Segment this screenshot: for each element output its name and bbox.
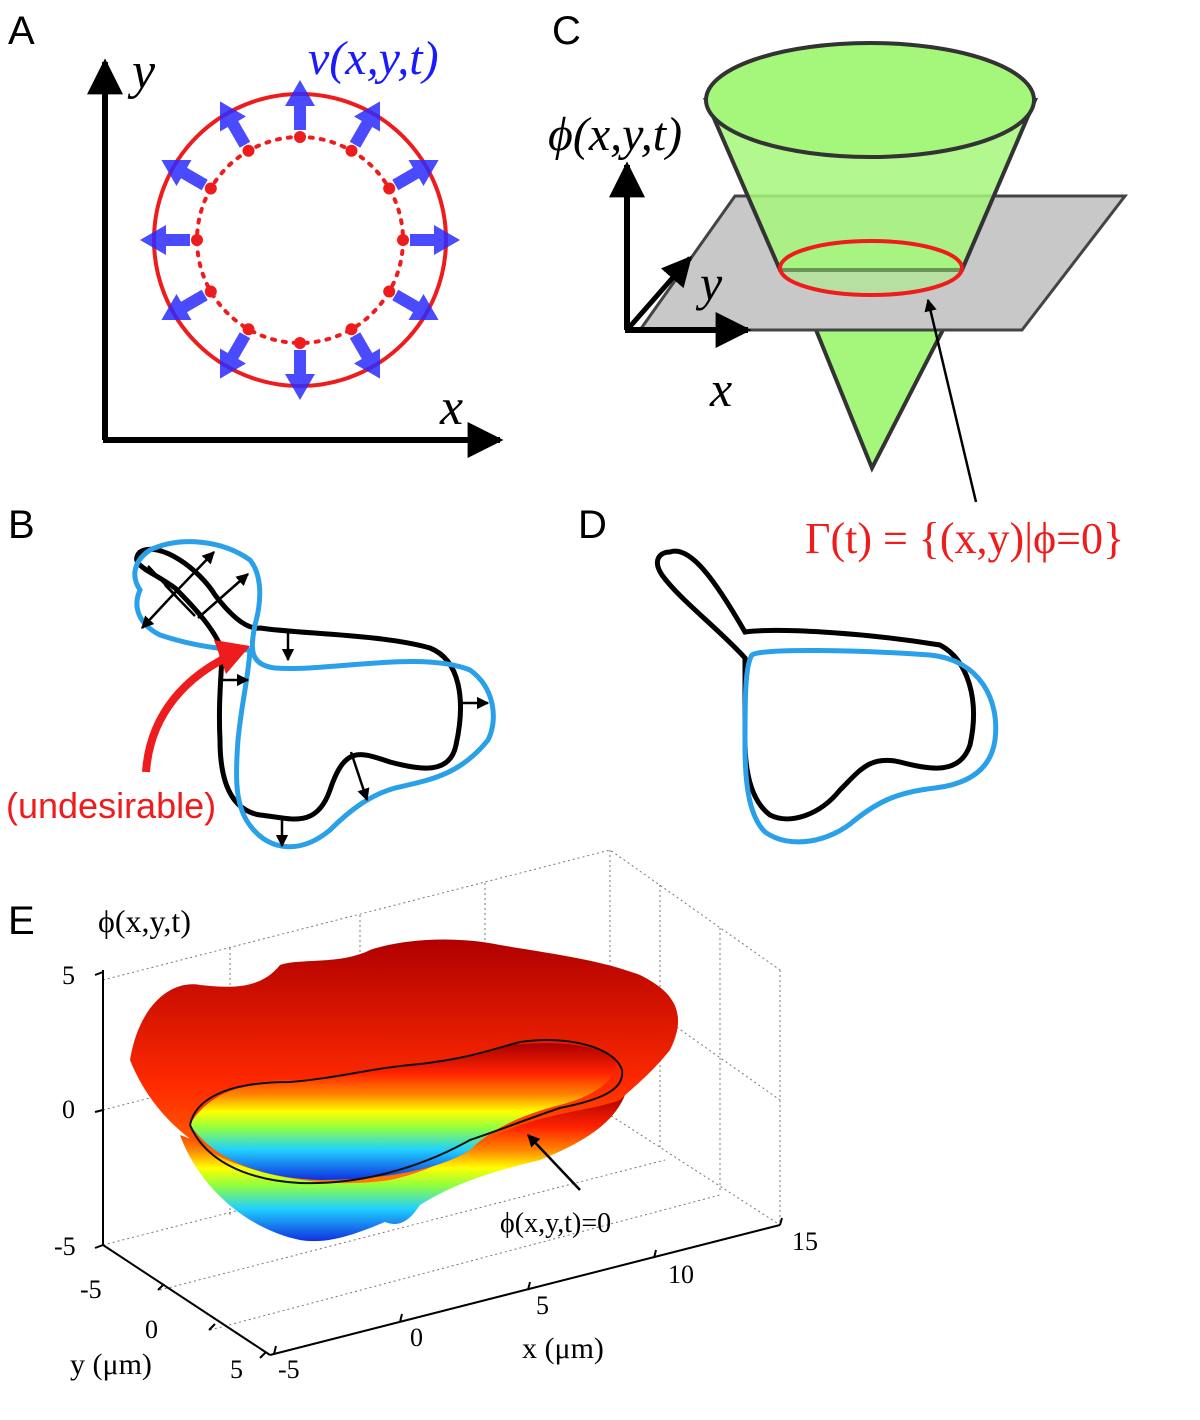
velocity-arrow <box>161 289 208 320</box>
panel-b: B (undesirable) <box>6 503 496 850</box>
velocity-arrow <box>392 160 439 191</box>
undesirable-arrowhead <box>214 640 250 674</box>
velocity-arrow <box>349 101 380 148</box>
z-tick-1: 0 <box>62 1095 75 1124</box>
panel-b-normal-arrows <box>141 551 490 848</box>
x-tick-3: 10 <box>668 1260 694 1289</box>
panel-c-z-label: ϕ(x,y,t) <box>548 108 682 161</box>
undesirable-label: (undesirable) <box>6 785 216 826</box>
velocity-arrow <box>392 289 439 320</box>
contour-label: ϕ(x,y,t)=0 <box>500 1208 611 1239</box>
front-point <box>345 323 358 336</box>
cone-top-rim <box>704 41 1036 159</box>
inner-front-circle <box>195 135 405 345</box>
x-tick-0: -5 <box>278 1355 300 1384</box>
panel-a-label: A <box>8 9 35 53</box>
front-point <box>383 182 396 195</box>
panel-c-y-axis <box>625 255 692 332</box>
zero-contour-line <box>189 1039 624 1185</box>
velocity-arrow <box>349 332 380 379</box>
x-tick-4: 15 <box>792 1227 818 1256</box>
panel-e-z-title: ϕ(x,y,t) <box>98 903 191 939</box>
panel-a-x-label: x <box>439 379 463 436</box>
x-axis-title: x (μm) <box>522 1332 604 1365</box>
panel-d-old-contour <box>655 548 976 822</box>
front-point <box>294 337 306 349</box>
panel-c-y-label: y <box>695 255 723 311</box>
velocity-arrow <box>410 225 460 255</box>
zero-level-contour <box>778 239 964 297</box>
panel-d-label: D <box>578 503 607 547</box>
gamma-pointer <box>924 298 978 503</box>
front-point <box>242 323 255 336</box>
lower-cone <box>809 318 952 473</box>
velocity-arrows <box>140 80 460 400</box>
front-point <box>397 234 409 246</box>
velocity-arrow <box>285 80 315 130</box>
panel-d: D <box>578 503 999 845</box>
y-axis-title: y (μm) <box>70 1348 152 1381</box>
x-tick-1: 0 <box>410 1323 423 1352</box>
x-tick-2: 5 <box>536 1291 549 1320</box>
y-tick-2: 5 <box>230 1355 243 1384</box>
velocity-arrow <box>220 332 251 379</box>
panel-b-label: B <box>8 503 35 547</box>
panel-d-new-contour <box>742 647 999 845</box>
undesirable-arrow <box>142 648 240 773</box>
velocity-arrow <box>220 101 251 148</box>
panel-a: A y x v(x,y,t) <box>8 9 504 458</box>
panel-c-x-label: x <box>709 361 732 417</box>
panel-c: C ϕ(x,y,t) y x Γ(t) = {(x,y)|ϕ=0} <box>548 9 1129 563</box>
front-point <box>383 285 396 298</box>
gamma-label: Γ(t) = {(x,y)|ϕ=0} <box>805 514 1124 563</box>
front-point <box>191 234 203 246</box>
velocity-arrow <box>161 160 208 191</box>
z-tick-2: -5 <box>54 1232 76 1261</box>
front-point <box>345 144 358 157</box>
front-point <box>242 144 255 157</box>
panel-e-axes <box>94 970 783 1359</box>
velocity-arrow <box>285 350 315 400</box>
front-point <box>204 285 217 298</box>
panel-a-y-label: y <box>127 43 156 100</box>
velocity-arrow <box>140 225 190 255</box>
contour-pointer <box>527 1134 581 1191</box>
front-point <box>204 182 217 195</box>
y-tick-1: 0 <box>145 1315 158 1344</box>
velocity-label: v(x,y,t) <box>308 32 439 85</box>
panel-e: E ϕ(x,y,t) ϕ(x,y,t)=0 5 <box>8 849 818 1384</box>
panel-e-label: E <box>8 899 35 943</box>
panel-c-label: C <box>552 9 581 53</box>
y-tick-0: -5 <box>80 1275 102 1304</box>
phi-surface-basin <box>190 1043 616 1180</box>
z-tick-0: 5 <box>62 961 75 990</box>
front-point <box>294 131 306 143</box>
